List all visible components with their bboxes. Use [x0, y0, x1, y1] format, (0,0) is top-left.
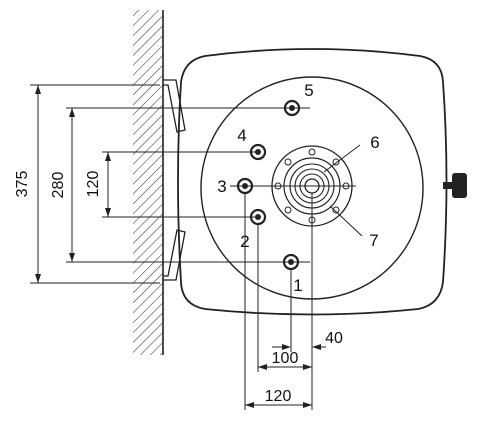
- label-1: 1: [293, 276, 302, 295]
- heater-body: [177, 48, 448, 316]
- leader-7: [329, 205, 363, 237]
- dimension-label-100: 100: [272, 350, 299, 367]
- label-6: 6: [370, 133, 379, 152]
- dimension-label-120-horizontal: 120: [265, 388, 292, 405]
- dimension-120-horizontal: [245, 402, 312, 408]
- dimension-label-375: 375: [14, 171, 31, 198]
- label-5: 5: [304, 81, 313, 100]
- dimension-375: [30, 84, 160, 284]
- leader-6: [323, 144, 361, 173]
- label-7: 7: [369, 231, 378, 250]
- dimension-120-vertical: [102, 151, 258, 218]
- wall-bracket-bottom: [163, 229, 186, 281]
- label-3: 3: [217, 177, 226, 196]
- dimension-label-120-vertical: 120: [85, 171, 102, 198]
- dimension-label-280: 280: [50, 172, 67, 199]
- dimension-extensions: [244, 193, 313, 410]
- wall: [133, 10, 164, 355]
- dimension-100: [258, 364, 312, 370]
- label-2: 2: [240, 232, 249, 251]
- wall-bracket-top: [163, 79, 186, 133]
- dimension-40: [272, 344, 326, 350]
- side-knob: [443, 173, 467, 198]
- dimension-label-40: 40: [325, 330, 343, 347]
- label-4: 4: [237, 126, 246, 145]
- dimension-280: [66, 107, 310, 263]
